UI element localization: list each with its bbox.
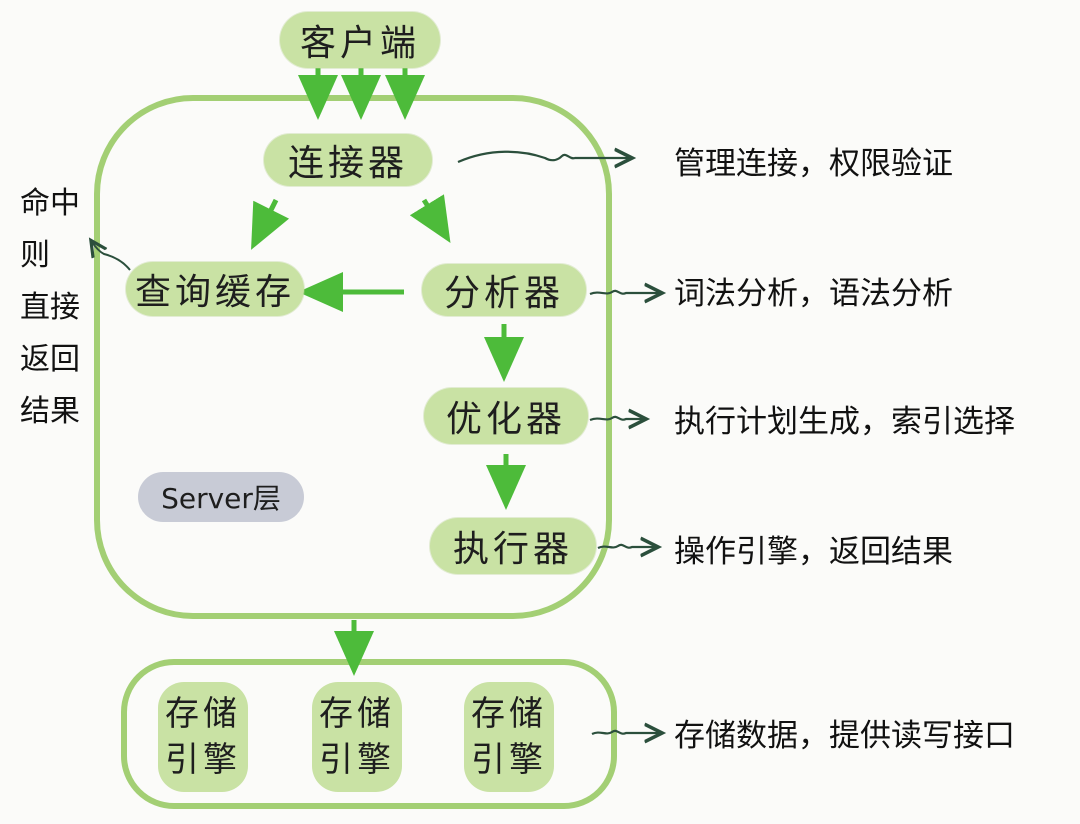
storage-engine-2-line-1: 存储 <box>319 694 395 734</box>
analyzer-node: 分析器 <box>422 264 586 316</box>
analyzer-annotation: 词法分析，语法分析 <box>674 276 953 312</box>
connector-analyzer-arrow <box>409 194 451 244</box>
cache-hit-line-5: 结果 <box>20 394 80 429</box>
storage-engine-2: 存储 引擎 <box>312 682 402 792</box>
storage-engine-3: 存储 引擎 <box>464 682 554 792</box>
storage-engine-2-line-2: 引擎 <box>319 740 395 780</box>
storage-engine-3-line-1: 存储 <box>471 694 547 734</box>
cache-hit-line-1: 命中 <box>20 186 80 221</box>
storage-engine-1-line-1: 存储 <box>165 694 241 734</box>
connector-cache-arrow <box>251 198 290 250</box>
query-cache-node: 查询缓存 <box>126 262 304 316</box>
optimizer-node: 优化器 <box>424 388 588 444</box>
analyzer-note-arrow <box>589 291 660 294</box>
cache-hit-line-2: 则 <box>20 238 50 273</box>
connector-annotation: 管理连接，权限验证 <box>674 146 953 182</box>
connector-node: 连接器 <box>264 134 432 186</box>
connector-note-arrow <box>457 152 630 162</box>
cache-hit-arrow <box>92 242 131 271</box>
storage-note-arrow <box>591 731 660 734</box>
cache-hit-annotation: 命中 则 直接 返回 结果 <box>20 178 90 438</box>
storage-engine-1-line-2: 引擎 <box>165 740 241 780</box>
optimizer-note-arrow <box>589 417 644 420</box>
storage-engine-1: 存储 引擎 <box>158 682 248 792</box>
executor-note-arrow <box>597 545 656 548</box>
cache-hit-line-3: 直接 <box>20 290 80 325</box>
executor-annotation: 操作引擎，返回结果 <box>674 534 953 570</box>
storage-annotation: 存储数据，提供读写接口 <box>674 718 1015 754</box>
executor-node: 执行器 <box>430 518 596 574</box>
client-node: 客户端 <box>280 12 440 68</box>
storage-engine-3-line-2: 引擎 <box>471 740 547 780</box>
server-layer-label: Server层 <box>138 472 304 522</box>
cache-hit-line-4: 返回 <box>20 342 80 377</box>
optimizer-annotation: 执行计划生成，索引选择 <box>674 404 1015 440</box>
